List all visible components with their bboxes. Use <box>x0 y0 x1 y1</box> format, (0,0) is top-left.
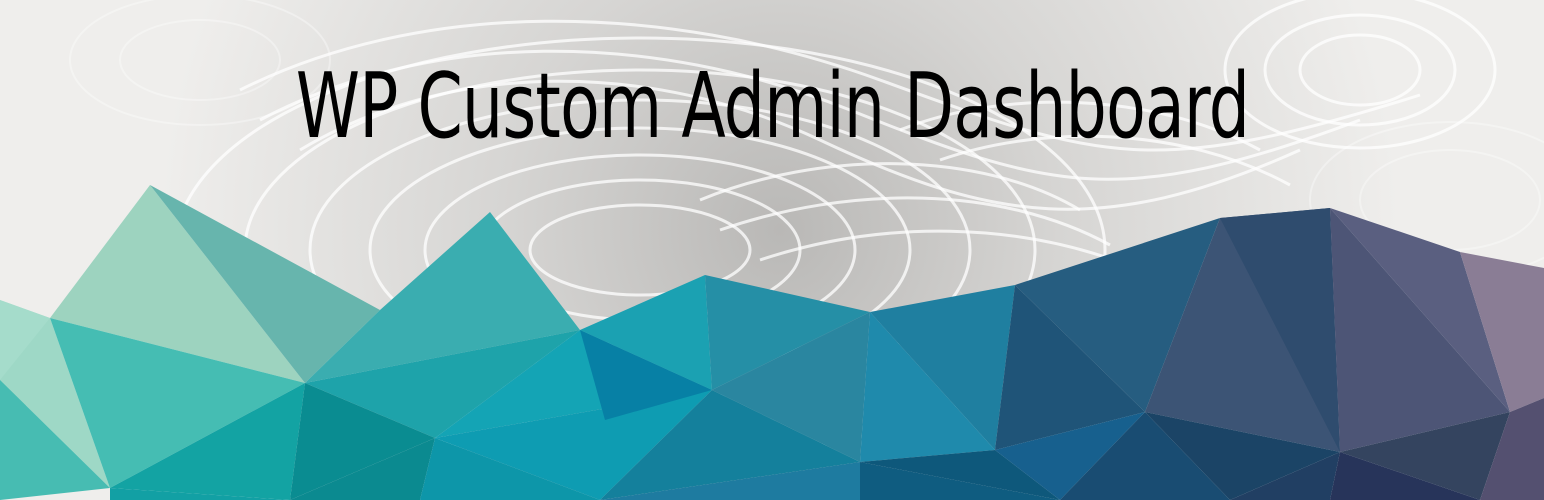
banner-title: WP Custom Admin Dashboard <box>295 54 1250 159</box>
low-poly-mountains <box>0 185 1544 500</box>
